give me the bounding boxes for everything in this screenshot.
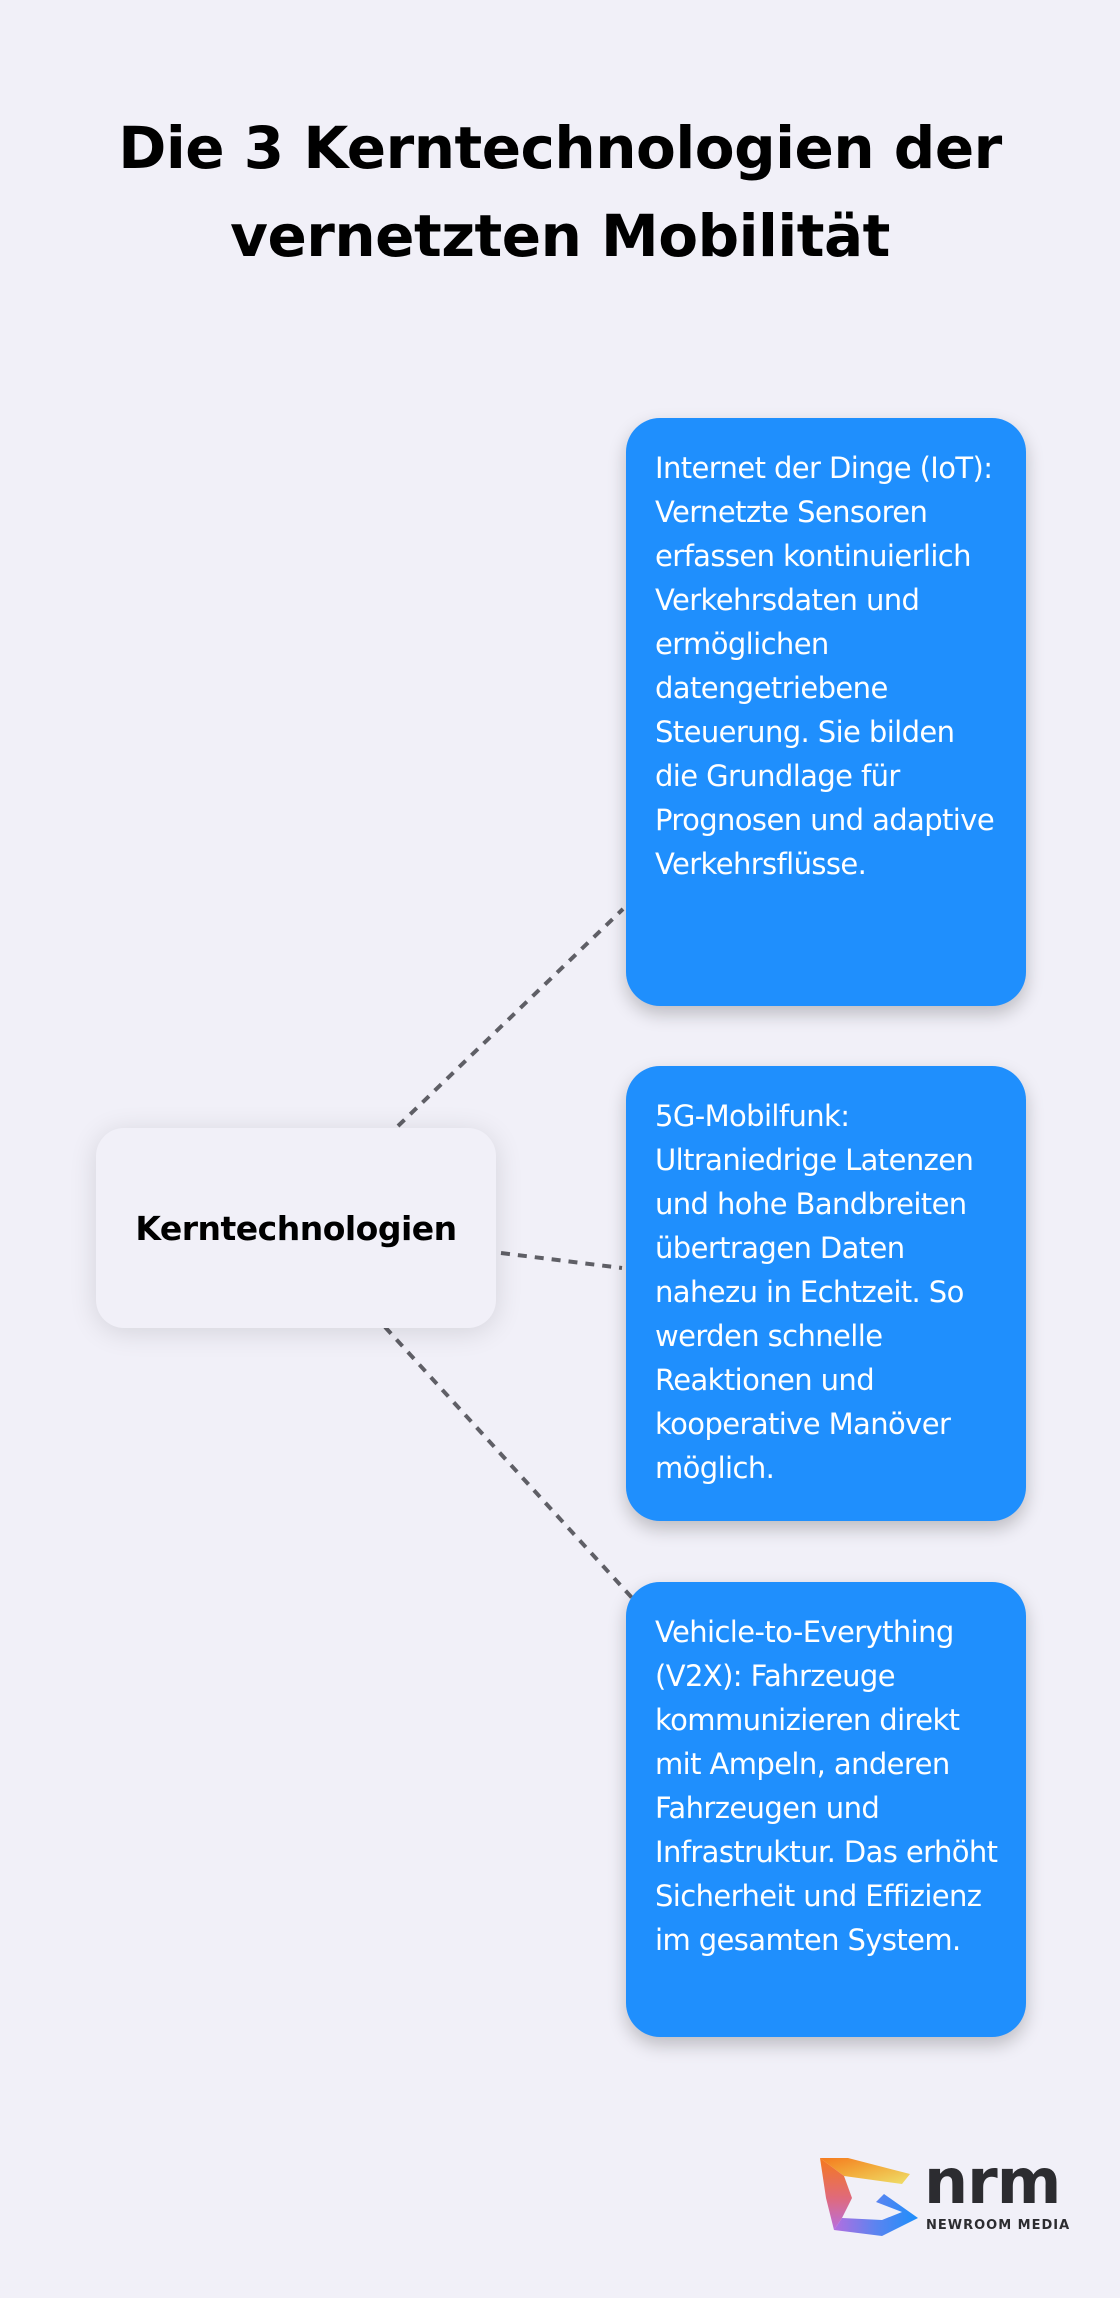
brand-logo: nrm NEWROOM MEDIA <box>818 2146 1071 2242</box>
branch-card-iot: Internet der Dinge (IoT): Vernetzte Sens… <box>626 418 1026 1006</box>
connector-to-5g <box>500 1251 623 1270</box>
connector-to-v2x <box>383 1325 636 1602</box>
branch-text: Internet der Dinge (IoT): Vernetzte Sens… <box>655 451 995 881</box>
page-title: Die 3 Kerntechnologien der vernetzten Mo… <box>118 114 1002 270</box>
branch-card-5g: 5G-Mobilfunk: Ultraniedrige Latenzen und… <box>626 1066 1026 1521</box>
branch-text: 5G-Mobilfunk: Ultraniedrige Latenzen und… <box>655 1099 974 1485</box>
center-node-label: Kerntechnologien <box>135 1208 457 1248</box>
branch-card-v2x: Vehicle-to-Everything (V2X): Fahrzeuge k… <box>626 1582 1026 2037</box>
center-node: Kerntechnologien <box>96 1128 496 1328</box>
logo-wordmark: nrm <box>924 2145 1061 2218</box>
logo-subtitle: NEWROOM MEDIA <box>926 2218 1071 2233</box>
branch-text: Vehicle-to-Everything (V2X): Fahrzeuge k… <box>655 1615 998 1957</box>
nrm-logo-icon <box>820 2158 918 2236</box>
connector-to-iot <box>396 907 625 1128</box>
